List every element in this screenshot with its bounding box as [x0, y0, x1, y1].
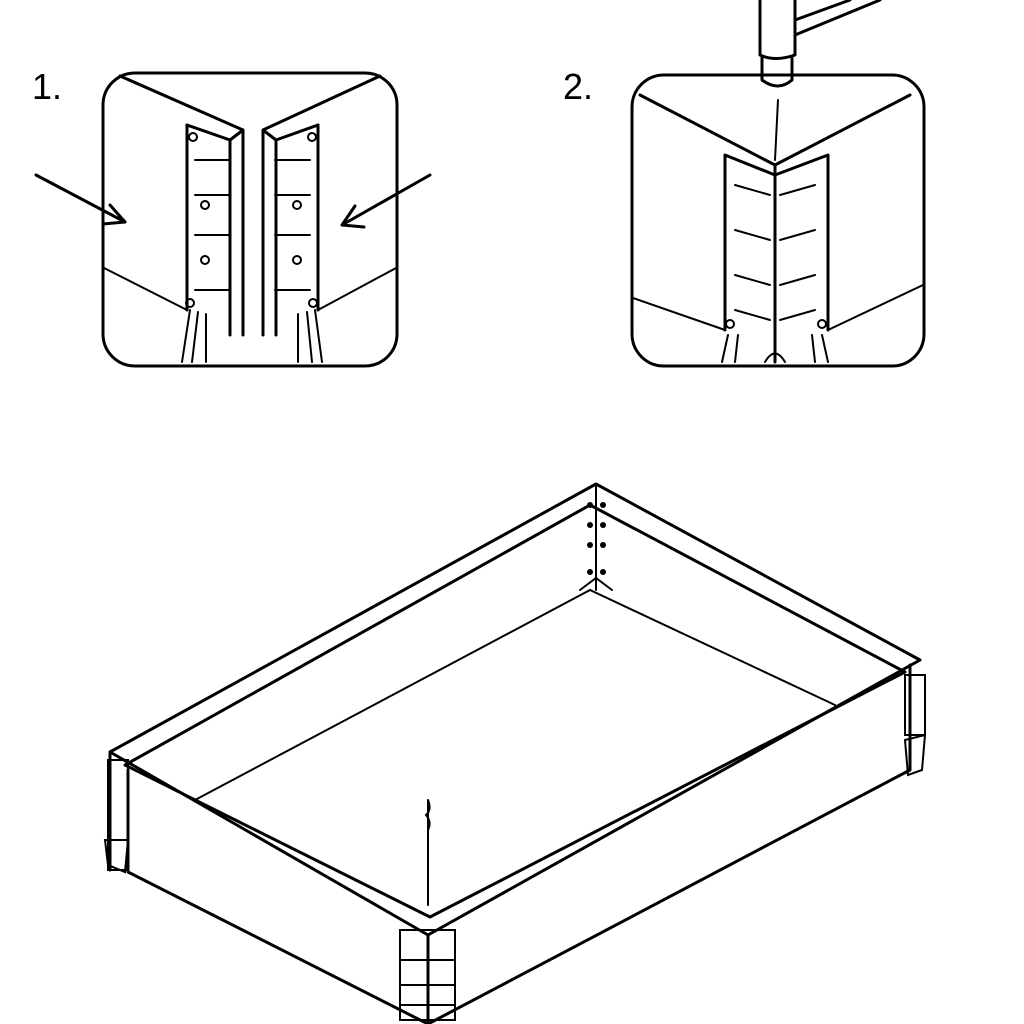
clip-slots-left: [185, 132, 231, 308]
step-2-label: 2.: [563, 66, 594, 107]
arrow-left-icon: [340, 173, 432, 229]
clip-slots-right: [274, 132, 318, 308]
step-2-panel: [630, 0, 926, 368]
hammer-icon: [758, 0, 882, 88]
corner-hinge: [103, 674, 927, 1021]
arrow-right-icon: [34, 173, 127, 226]
nail-holes: [587, 502, 606, 575]
step-1-label: 1.: [32, 66, 63, 107]
assembled-pallet-collar: [103, 482, 927, 1024]
step-1-panel: [34, 71, 432, 368]
